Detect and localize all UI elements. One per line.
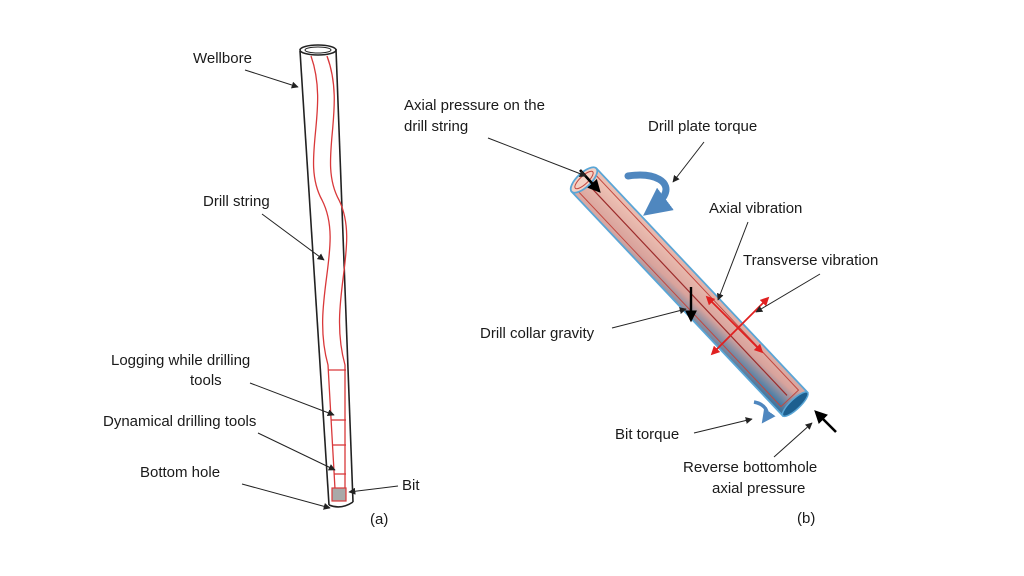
label-lwd-line2: tools [190, 372, 222, 389]
label-transverse-vibration: Transverse vibration [743, 252, 878, 269]
label-lwd-line1: Logging while drilling [111, 352, 250, 369]
label-axial-pressure-line1: Axial pressure on the [404, 97, 545, 114]
caption-a: (a) [370, 511, 388, 528]
drill-plate-torque-arrow [624, 171, 674, 216]
label-wellbore: Wellbore [193, 50, 252, 67]
wellbore-cylinder [299, 44, 354, 508]
drill-string [310, 55, 348, 490]
panel-b: Axial pressure on the drill string Drill… [404, 97, 878, 527]
label-drill-plate-torque: Drill plate torque [648, 118, 757, 135]
caption-b: (b) [797, 510, 815, 527]
label-dynamical-drilling-tools: Dynamical drilling tools [103, 413, 256, 430]
label-bit-torque: Bit torque [615, 426, 679, 443]
label-drill-collar-gravity: Drill collar gravity [480, 325, 595, 342]
bit-torque-arrow [753, 400, 776, 424]
label-bit: Bit [402, 477, 420, 494]
reverse-pressure-arrow [814, 410, 837, 433]
label-axial-vibration: Axial vibration [709, 200, 802, 217]
label-reverse-line2: axial pressure [712, 480, 805, 497]
label-reverse-line1: Reverse bottomhole [683, 459, 817, 476]
label-bottom-hole: Bottom hole [140, 464, 220, 481]
bit-shape [331, 487, 347, 502]
label-axial-pressure-line2: drill string [404, 118, 468, 135]
label-drill-string: Drill string [203, 193, 270, 210]
panel-a: Wellbore Drill string Logging while dril… [103, 44, 420, 528]
